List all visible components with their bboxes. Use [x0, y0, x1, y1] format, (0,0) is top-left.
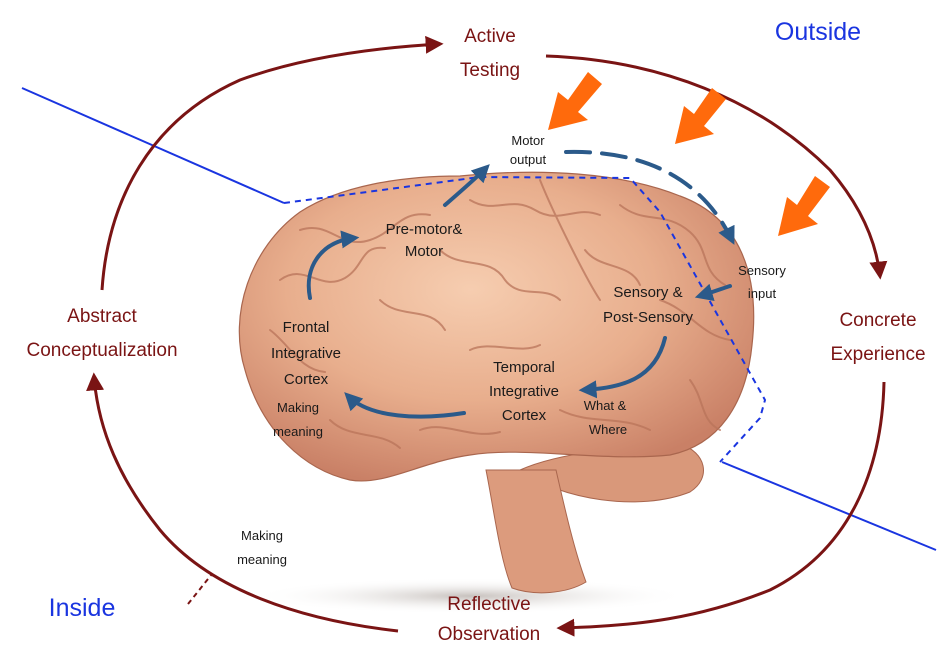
active-testing-label-line2: Testing — [460, 60, 520, 81]
inside-label: Inside — [49, 594, 116, 622]
temporal-label-line1: Temporal — [493, 359, 555, 376]
boundary-solid-right — [722, 462, 936, 550]
frontal-label-line1: Frontal — [283, 319, 330, 336]
orange-input-arrow-icon — [548, 72, 602, 130]
making-meaning-outer-line2: meaning — [237, 552, 287, 567]
sensory-input-label-line1: Sensory — [738, 263, 786, 278]
active-testing-label-line1: Active — [464, 26, 516, 47]
temporal-label-line2: Integrative — [489, 383, 559, 400]
orange-input-arrow-icon — [778, 176, 830, 236]
reflective-observation-label-line1: Reflective — [447, 594, 530, 615]
what-where-label-line1: What & — [584, 398, 627, 413]
sensory-input-label-line2: input — [748, 286, 777, 301]
frontal-label-line2: Integrative — [271, 345, 341, 362]
frontal-label-line3: Cortex — [284, 371, 329, 388]
what-where-label-line2: Where — [589, 422, 627, 437]
sensory-post-label-line1: Sensory & — [613, 284, 682, 301]
making-meaning-outer-line1: Making — [241, 528, 283, 543]
premotor-label-line1: Pre-motor& — [386, 221, 463, 238]
motor-output-label-line2: output — [510, 152, 547, 167]
abstract-conceptualization-label-line2: Conceptualization — [26, 340, 177, 361]
concrete-experience-label-line2: Experience — [830, 344, 925, 365]
abstract-conceptualization-label-line1: Abstract — [67, 306, 137, 327]
outside-label: Outside — [775, 18, 861, 46]
making-meaning-inner-line2: meaning — [273, 424, 323, 439]
making-meaning-inner-line1: Making — [277, 400, 319, 415]
premotor-label-line2: Motor — [405, 243, 443, 260]
sensory-post-label-line2: Post-Sensory — [603, 309, 694, 326]
motor-output-label-line1: Motor — [511, 133, 545, 148]
reflective-observation-label-line2: Observation — [438, 624, 540, 644]
concrete-experience-label-line1: Concrete — [839, 310, 916, 331]
orange-input-arrow-icon — [675, 88, 726, 144]
temporal-label-line3: Cortex — [502, 407, 547, 424]
making-meaning-dash — [188, 574, 212, 604]
